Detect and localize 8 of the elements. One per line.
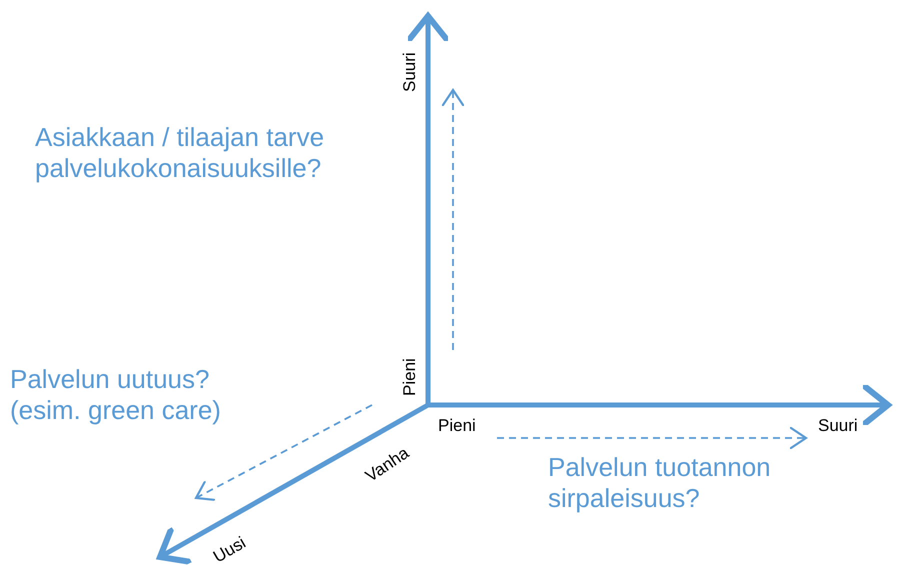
question-text: Palvelun uutuus? (esim. green care): [10, 364, 222, 426]
question-text: Asiakkaan / tilaajan tarve palvelukokonaisuuksille?: [35, 122, 326, 184]
axis-end-label: Suuri: [400, 52, 420, 92]
axis-end-label: Pieni: [438, 416, 476, 436]
axis-end-label: Pieni: [400, 358, 420, 396]
axis-end-label: Uusi: [210, 533, 250, 565]
question-text: Palvelun tuotannon sirpaleisuus?: [548, 452, 772, 514]
axis-end-label: Suuri: [818, 416, 858, 436]
